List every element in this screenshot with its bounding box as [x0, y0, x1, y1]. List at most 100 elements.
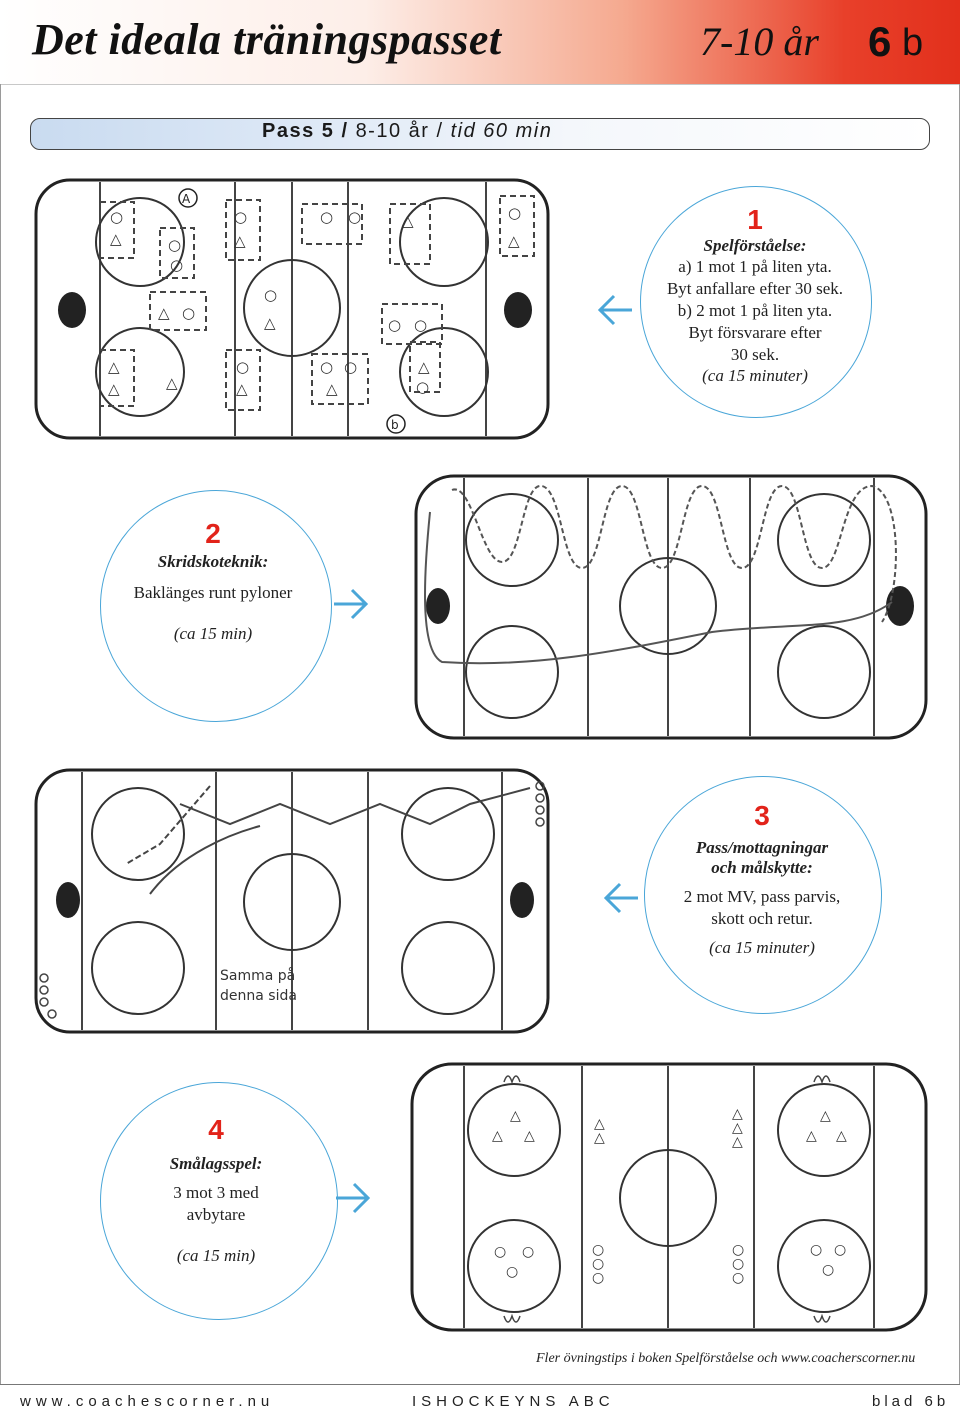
rink3-note-line: Samma på [220, 967, 295, 984]
exercise-1-text: 1 Spelförståelse: a) 1 mot 1 på liten yt… [650, 204, 860, 386]
svg-text:△: △ [594, 1130, 605, 1146]
callout-circle-1 [640, 186, 872, 418]
svg-text:△: △ [108, 358, 120, 376]
svg-text:○: ○ [834, 1242, 846, 1258]
exercise-4-text: 4 Smålagsspel: 3 mot 3 med avbytare (ca … [110, 1114, 322, 1266]
rink-diagram-4: △△△ △△△ ○○○ ○○○ △△△△△ ○○○○○○ [406, 1058, 932, 1338]
exercise-2-title: Skridskoteknik: [157, 552, 269, 571]
svg-text:△: △ [732, 1134, 743, 1150]
exercise-3-text: 3 Pass/mottagningar och målskytte: 2 mot… [654, 800, 870, 958]
svg-text:△: △ [732, 1106, 743, 1122]
exercise-2-line: Baklänges runt pyloner [133, 583, 293, 602]
svg-text:○: ○ [810, 1242, 822, 1258]
svg-text:△: △ [264, 314, 276, 332]
svg-text:△: △ [732, 1120, 743, 1136]
svg-text:○: ○ [170, 256, 183, 274]
session-age: 8-10 år [355, 120, 430, 142]
svg-text:△: △ [820, 1108, 831, 1124]
session-sep: / [334, 120, 356, 142]
svg-text:△: △ [108, 380, 120, 398]
svg-text:○: ○ [414, 316, 427, 334]
exercise-1-line: b) 2 mot 1 på liten yta. [677, 301, 833, 320]
footer-divider [0, 1384, 960, 1385]
arrow-right-icon [336, 1182, 371, 1214]
exercise-3-line: 2 mot MV, pass parvis, [683, 887, 841, 906]
svg-text:○: ○ [592, 1242, 604, 1258]
session-pass: Pass 5 [262, 120, 335, 142]
svg-text:△: △ [402, 212, 414, 230]
rink-diagram-3: Samma på denna sida [30, 764, 555, 1042]
svg-text:○: ○ [494, 1244, 506, 1260]
svg-text:○: ○ [344, 358, 357, 376]
page-title: Det ideala träningspasset [32, 15, 502, 64]
exercise-3-title: och målskytte: [711, 858, 813, 877]
svg-text:△: △ [236, 380, 248, 398]
svg-text:○: ○ [234, 208, 247, 226]
svg-text:△: △ [492, 1128, 503, 1144]
callout-circle-3 [644, 776, 882, 1014]
svg-text:○: ○ [264, 286, 277, 304]
rink3-note-line: denna sida [220, 988, 297, 1004]
svg-text:○: ○ [348, 208, 361, 226]
exercise-3-number: 3 [754, 800, 770, 831]
svg-text:○: ○ [320, 358, 333, 376]
svg-text:△: △ [836, 1128, 847, 1144]
exercise-4-number: 4 [208, 1114, 224, 1145]
exercise-4-line: avbytare [186, 1205, 246, 1224]
arrow-right-icon [334, 588, 369, 620]
svg-text:○: ○ [168, 236, 181, 254]
arrow-left-icon [603, 882, 638, 914]
session-info: Pass 5 / 8-10 år / tid 60 min [262, 120, 552, 143]
exercise-1-duration: (ca 15 minuter) [702, 366, 808, 385]
svg-text:○: ○ [592, 1270, 604, 1286]
svg-text:○: ○ [508, 204, 521, 222]
svg-text:○: ○ [182, 304, 195, 322]
svg-text:△: △ [166, 374, 178, 392]
svg-text:△: △ [418, 358, 430, 376]
exercise-3-duration: (ca 15 minuter) [709, 938, 815, 957]
sheet-number: 6 [868, 18, 892, 65]
session-duration: tid 60 min [450, 120, 553, 142]
page-header [0, 0, 960, 85]
svg-text:○: ○ [732, 1256, 744, 1272]
session-bar [30, 118, 930, 150]
exercise-1-line: Byt anfallare efter 30 sek. [666, 279, 844, 298]
svg-text:△: △ [524, 1128, 535, 1144]
svg-text:○: ○ [416, 378, 429, 396]
exercise-1-line: Byt försvarare efter [688, 323, 822, 342]
svg-text:○: ○ [388, 316, 401, 334]
svg-text:○: ○ [522, 1244, 534, 1260]
exercise-4-duration: (ca 15 min) [176, 1246, 256, 1265]
exercise-4-line: 3 mot 3 med [173, 1183, 259, 1202]
svg-text:△: △ [510, 1108, 521, 1124]
svg-text:○: ○ [822, 1262, 834, 1278]
svg-text:○: ○ [732, 1242, 744, 1258]
footer-sheet: blad 6b [872, 1393, 950, 1410]
age-group: 7-10 år [700, 19, 819, 64]
footer-series: ISHOCKEYNS ABC [412, 1393, 615, 1410]
sheet-letter: b [902, 22, 924, 64]
svg-text:○: ○ [110, 208, 123, 226]
exercise-2-number: 2 [205, 518, 221, 549]
arrow-left-icon [597, 294, 632, 326]
svg-text:○: ○ [236, 358, 249, 376]
exercise-4-title: Smålagsspel: [169, 1154, 263, 1173]
svg-text:△: △ [234, 232, 246, 250]
svg-text:○: ○ [506, 1264, 518, 1280]
exercise-2-text: 2 Skridskoteknik: Baklänges runt pyloner… [110, 518, 316, 644]
exercise-1-number: 1 [747, 204, 763, 235]
session-sep: / [429, 120, 451, 142]
svg-text:△: △ [806, 1128, 817, 1144]
footnote: Fler övningstips i boken Spelförståelse … [536, 1351, 916, 1366]
exercise-3-title: Pass/mottagningar [695, 838, 829, 857]
footer-website: www.coachescorner.nu [20, 1393, 275, 1410]
exercise-1-line: 30 sek. [730, 345, 780, 364]
svg-text:○: ○ [592, 1256, 604, 1272]
svg-text:△: △ [110, 230, 122, 248]
svg-text:△: △ [326, 380, 338, 398]
callout-circle-4 [100, 1082, 338, 1320]
svg-text:○: ○ [732, 1270, 744, 1286]
svg-text:△: △ [158, 304, 170, 322]
svg-text:○: ○ [320, 208, 333, 226]
rink-diagram-2 [412, 472, 932, 744]
